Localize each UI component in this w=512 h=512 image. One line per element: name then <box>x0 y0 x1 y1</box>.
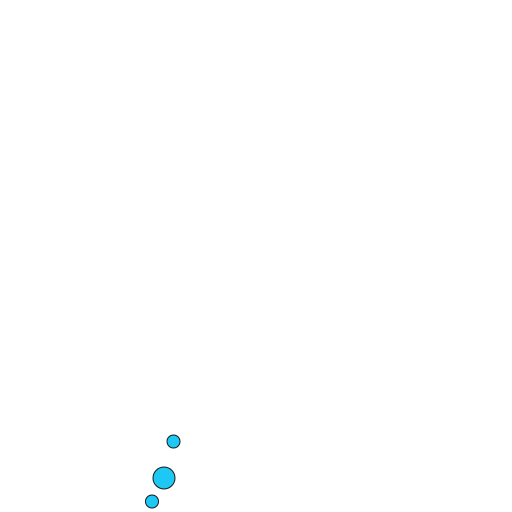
dot-1 <box>166 434 181 449</box>
dots-layer <box>145 434 181 509</box>
dot-3 <box>145 494 159 509</box>
dot-2 <box>152 466 176 490</box>
